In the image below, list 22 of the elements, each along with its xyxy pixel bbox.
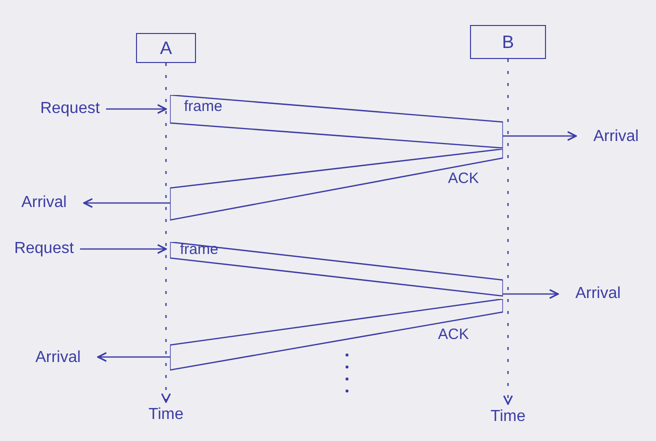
participant-box: A — [136, 33, 196, 63]
arrow — [503, 131, 577, 141]
message-label: frame — [180, 242, 218, 257]
event-label: Arrival — [575, 286, 621, 302]
arrow — [97, 352, 170, 362]
event-label: Request — [40, 101, 100, 117]
message-label: frame — [184, 99, 222, 114]
event-label: Time — [490, 409, 526, 425]
arrow — [83, 198, 170, 208]
participant-box: B — [470, 25, 546, 59]
event-label: Arrival — [35, 350, 81, 366]
arrow — [106, 104, 167, 114]
message-label: ACK — [438, 327, 469, 342]
event-label: Request — [14, 241, 74, 257]
lifeline-arrow — [503, 59, 513, 405]
arrow — [80, 244, 167, 254]
event-label: Time — [148, 407, 184, 423]
event-label: Arrival — [21, 195, 67, 211]
message-label: ACK — [448, 171, 479, 186]
event-label: Arrival — [593, 129, 639, 145]
arrow — [503, 289, 559, 299]
lifeline-arrow — [161, 63, 171, 403]
